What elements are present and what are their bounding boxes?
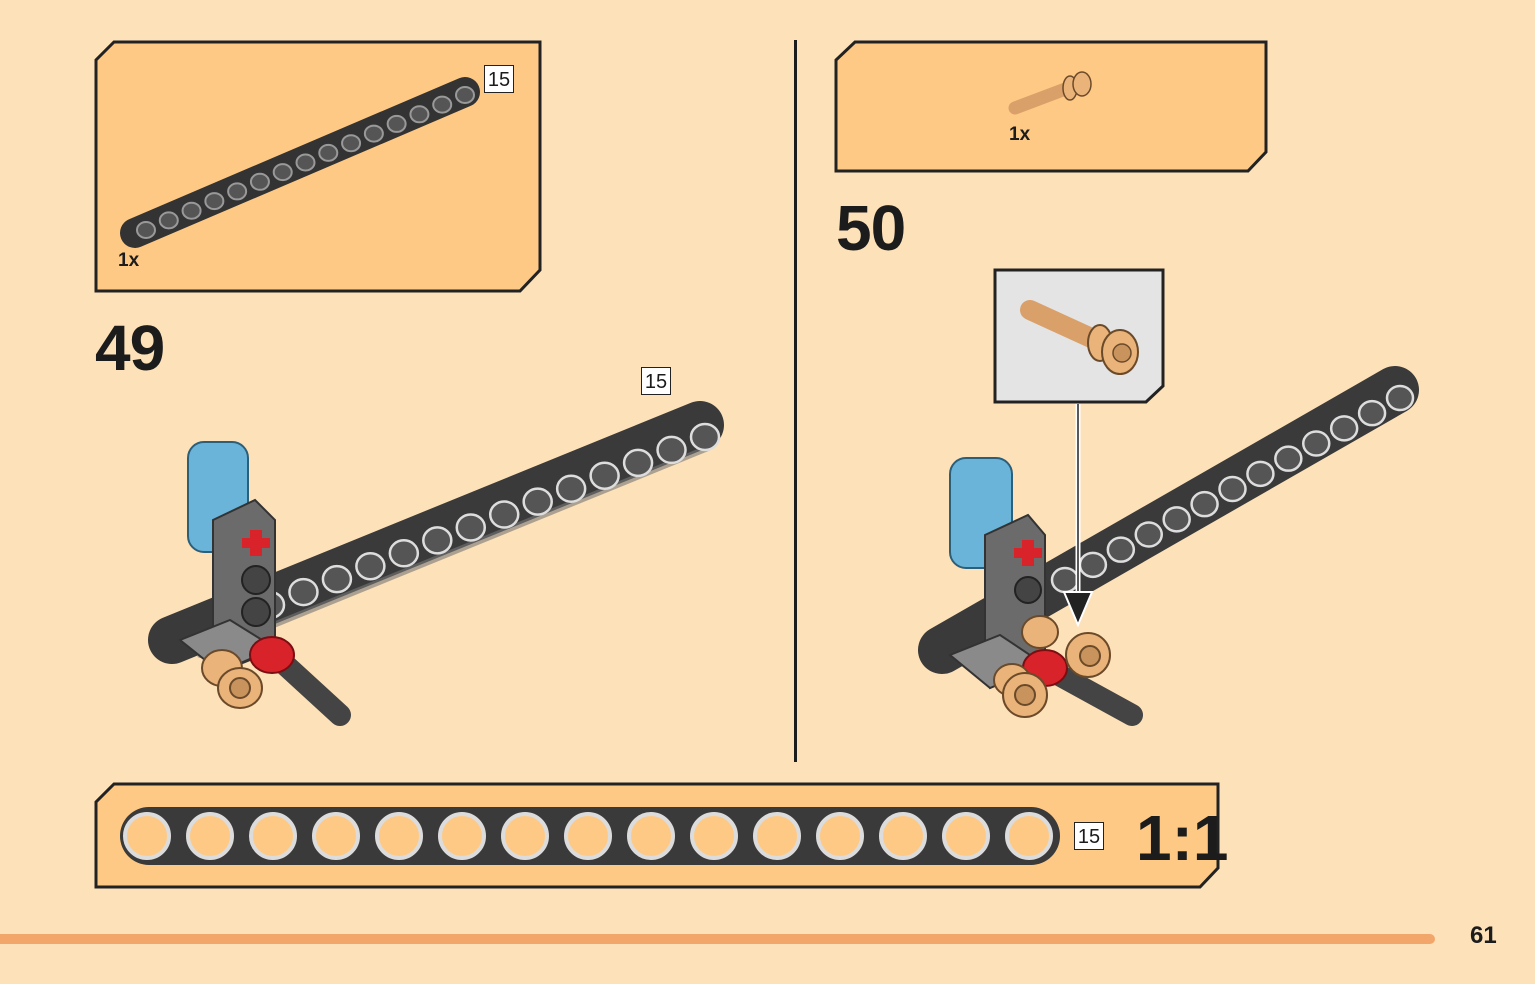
beam-hole: [522, 487, 553, 516]
beam-hole: [1190, 490, 1219, 518]
page-number: 61: [1470, 922, 1497, 949]
beam-hole: [1134, 521, 1163, 548]
beam-hole: [555, 474, 587, 503]
ruler-hole: [249, 812, 297, 860]
ruler-hole: [753, 812, 801, 860]
beam-hole: [158, 211, 179, 230]
bottom-bar: [0, 934, 1435, 944]
beam-hole: [272, 163, 293, 182]
ruler-hole: [1005, 812, 1053, 860]
beam-hole: [355, 551, 386, 581]
step-divider: [794, 40, 797, 762]
beam-hole: [1106, 536, 1136, 563]
beam-15-part-icon: [120, 77, 480, 248]
beam-hole: [1385, 384, 1415, 412]
beam-hole: [136, 221, 156, 239]
beam-hole: [288, 577, 319, 607]
ruler-hole: [627, 812, 675, 860]
pin-part-icon: [1008, 71, 1092, 115]
ruler-hole: [942, 812, 990, 860]
beam-hole: [321, 564, 353, 594]
step-number-50: 50: [836, 192, 906, 264]
beam-hole: [1218, 475, 1247, 503]
beam-hole: [249, 172, 270, 191]
beam-hole: [622, 448, 654, 478]
ruler-hole: [375, 812, 423, 860]
beam-hole: [318, 143, 339, 162]
callout-length-label: 15: [641, 367, 671, 395]
pin-callout-icon: [1020, 300, 1139, 375]
part-quantity: 1x: [1009, 124, 1031, 145]
beam-hole: [488, 500, 520, 529]
beam-hole: [388, 539, 420, 568]
ruler-hole: [438, 812, 486, 860]
part-quantity: 1x: [118, 250, 140, 271]
beam-hole: [422, 526, 453, 555]
ruler-length-label: 15: [1074, 822, 1104, 850]
ruler-hole: [879, 812, 927, 860]
beam-hole: [1329, 415, 1359, 442]
beam-hole: [386, 114, 407, 133]
scale-label: 1:1: [1136, 802, 1229, 874]
beam-hole: [656, 435, 687, 465]
beam-hole: [363, 124, 384, 143]
beam-hole: [1302, 430, 1331, 457]
ruler-hole: [312, 812, 360, 860]
beam-hole: [589, 461, 620, 491]
beam-length-label: 15: [484, 65, 514, 93]
beam-hole: [1162, 506, 1191, 533]
beam-hole: [181, 201, 202, 220]
ruler-hole: [186, 812, 234, 860]
ruler-hole: [690, 812, 738, 860]
beam-hole: [341, 134, 362, 153]
beam-hole: [227, 182, 248, 201]
ruler-hole: [564, 812, 612, 860]
beam-hole: [455, 513, 487, 542]
beam-hole: [1357, 399, 1387, 427]
ruler-hole: [501, 812, 549, 860]
step-number-49: 49: [95, 312, 165, 384]
beam-hole: [689, 422, 721, 452]
beam-hole: [432, 95, 453, 114]
beam-hole: [295, 153, 316, 172]
beam-hole: [455, 86, 475, 104]
ruler-hole: [123, 812, 171, 860]
beam-hole: [204, 192, 225, 211]
beam-hole: [1274, 445, 1303, 472]
beam-hole: [1246, 460, 1275, 488]
beam-hole: [409, 105, 430, 124]
ruler-hole: [816, 812, 864, 860]
